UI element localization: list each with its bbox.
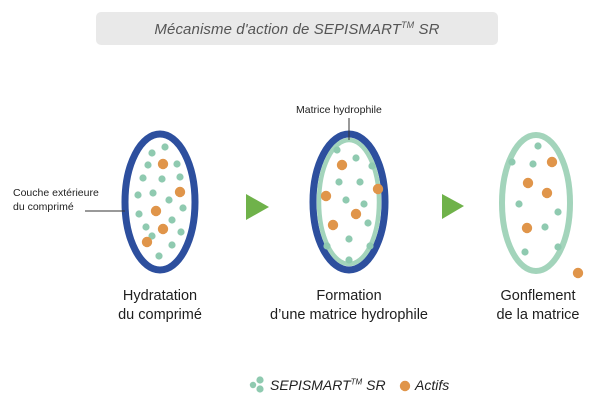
outer-layer-callout-line2: du comprimé [13,201,74,213]
stage-1-label-line2: du comprimé [118,307,202,323]
stage-3-label-line2: de la matrice [496,307,580,323]
actifs-dots [521,156,584,279]
swollen-matrix-ring [499,132,573,274]
outer-layer-callout-line1: Couche extérieure [13,187,99,199]
outer-layer-callout: Couche extérieure du comprimé [13,186,99,214]
title-text: Mécanisme d'action de SEPISMART [154,20,402,38]
legend-sepismart-text: SEPISMART [270,377,351,393]
hydrophilic-matrix-callout: Matrice hydrophile [296,104,382,116]
stage-2-label: Formation d’une matrice hydrophile [269,287,429,325]
stage-3-label-line1: Gonflement [500,288,576,304]
stage-1-tablet [121,130,199,274]
arrow-right-icon [442,194,464,219]
stage-2-label-line1: Formation [316,288,382,304]
legend-sepismart-icon [249,376,264,393]
stage-3-tablet [499,132,584,279]
title-suffix: SR [414,20,440,38]
actifs-dots [141,158,186,248]
stage-2-label-line2: d’une matrice hydrophile [270,307,428,323]
stage-1-label: Hydratation du comprimé [95,287,225,325]
arrow-right-icon [246,194,269,220]
sepismart-dots [508,142,562,256]
legend-sepismart-tm: TM [350,377,363,387]
actifs-dots [320,159,384,231]
stage-3-label: Gonflement de la matrice [480,287,596,325]
outer-layer-ring [121,130,199,274]
title-trademark: TM [401,19,415,30]
legend-actifs-icon [399,380,411,392]
diagram-title-box: Mécanisme d'action de SEPISMARTTM SR [96,12,498,45]
legend-actifs-label: Actifs [415,377,450,393]
stage-1-label-line1: Hydratation [122,288,198,304]
legend-sepismart-suffix: SR [362,377,386,393]
sepismart-dots [323,146,376,264]
legend-sepismart-label: SEPISMARTTM SR [270,377,386,393]
stage-2-tablet [309,130,389,274]
sepismart-dots [134,143,187,260]
diagram-title: Mécanisme d'action de SEPISMARTTM SR [154,20,439,38]
